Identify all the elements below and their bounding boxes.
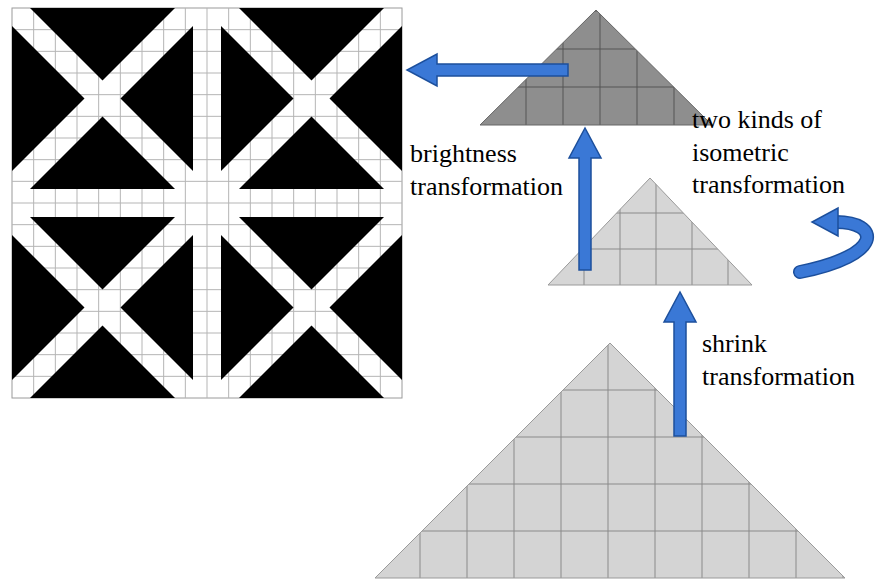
grid-line (420, 343, 421, 578)
grid-line (480, 87, 712, 88)
pattern-ground (12, 8, 402, 398)
brightness-arrow (569, 128, 601, 270)
black-triangle (12, 26, 85, 171)
black-triangle (121, 26, 194, 171)
transformation-label: brightness transformation (410, 138, 590, 203)
grid-line (12, 289, 402, 290)
grid-line (600, 10, 601, 125)
grid-line (272, 8, 273, 398)
black-triangle (221, 26, 294, 171)
grid-line (514, 343, 515, 578)
pattern-triangles (12, 8, 402, 398)
transformation-label: shrink transformation (702, 328, 882, 393)
grid-line (620, 178, 621, 285)
black-triangle (121, 235, 194, 380)
grid-line (358, 8, 359, 398)
grid-line (467, 343, 468, 578)
black-triangle (330, 26, 403, 171)
pattern-grid (12, 8, 402, 398)
grid-line (561, 343, 562, 578)
grid-line (337, 8, 338, 398)
grid-line (12, 333, 402, 334)
grid-line (375, 531, 845, 532)
result-arrow (407, 54, 568, 86)
black-triangle (221, 235, 294, 380)
grid-line (375, 437, 845, 438)
shrink-arrow (664, 292, 696, 436)
grid-line (656, 178, 657, 285)
grid-line (375, 484, 845, 485)
grid-line (12, 268, 402, 269)
black-triangle (12, 235, 85, 380)
grid-line (637, 10, 638, 125)
grid-line (12, 354, 402, 355)
grid-line (480, 49, 712, 50)
grid-line (608, 343, 609, 578)
grid-line (674, 10, 675, 125)
transformation-label: two kinds of isometric transformation (692, 104, 882, 202)
grid-line (293, 8, 294, 398)
black-triangle (330, 235, 403, 380)
isometric-arrow-head (812, 208, 838, 236)
grid-line (655, 343, 656, 578)
grid-line (12, 203, 402, 204)
